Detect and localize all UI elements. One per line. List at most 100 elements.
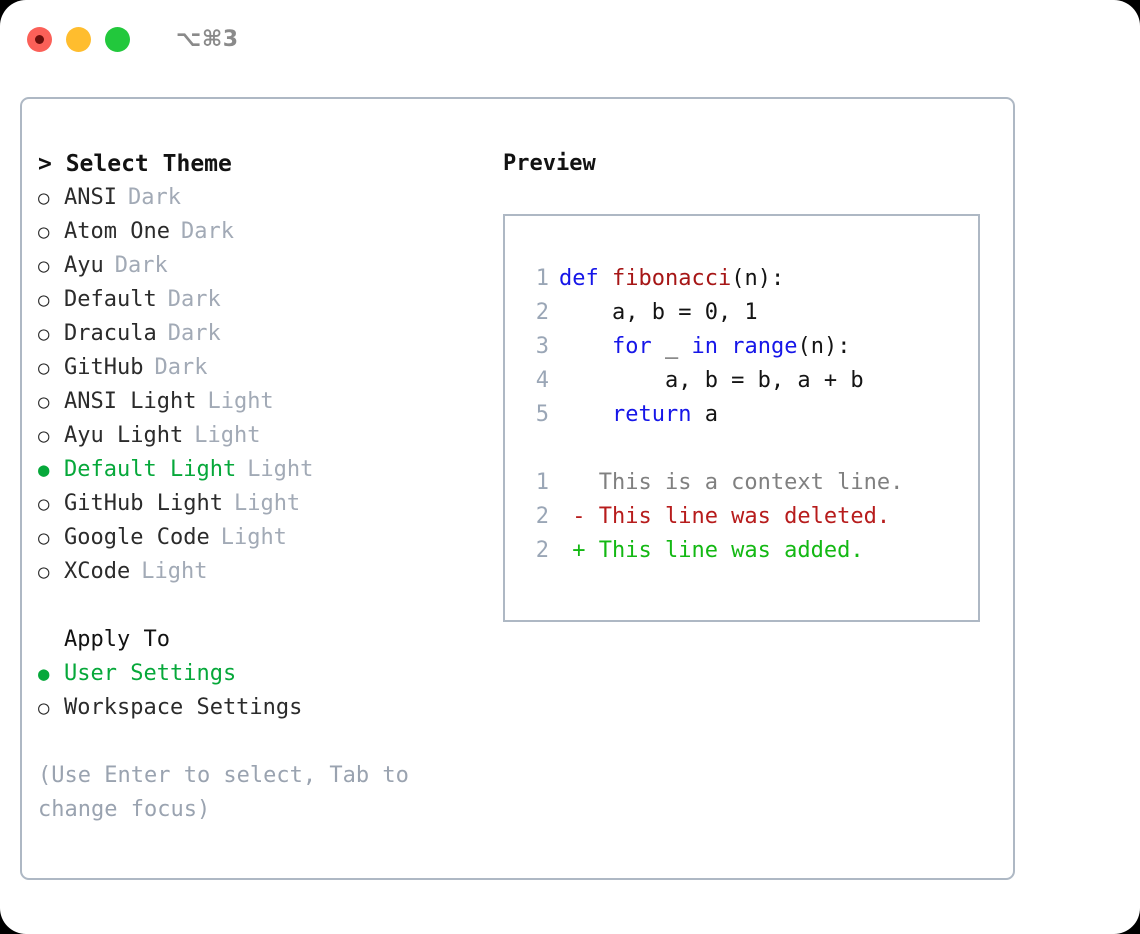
theme-category-tag: Light [247, 457, 314, 482]
line-number: 2 [535, 300, 549, 325]
theme-category-tag: Light [220, 525, 287, 550]
diff-line: 2 + This line was added. [519, 534, 978, 568]
code-text: a, b = 0, 1 [559, 296, 758, 330]
radio-unselected-icon: ○ [38, 255, 50, 277]
minimize-button[interactable] [66, 26, 91, 52]
theme-name: Default Light [64, 457, 237, 482]
line-number: 1 [535, 470, 549, 495]
apply-to-title: Apply To [64, 627, 170, 652]
radio-unselected-icon: ○ [38, 561, 50, 583]
code-text: a, b = b, a + b [559, 364, 864, 398]
theme-name: Dracula [64, 321, 157, 346]
maximize-button[interactable] [105, 26, 130, 52]
line-number: 3 [535, 334, 549, 359]
token-kw: in [691, 334, 718, 359]
theme-name: GitHub [64, 355, 144, 380]
radio-unselected-icon: ○ [38, 391, 50, 413]
radio-selected-icon: ● [38, 459, 50, 481]
diff-preview: 1 This is a context line.2 - This line w… [519, 466, 978, 568]
token-plain: a [691, 402, 718, 427]
apply-to-item[interactable]: ● User Settings [38, 657, 478, 691]
token-kw: def [559, 266, 612, 291]
radio-unselected-icon: ○ [38, 425, 50, 447]
theme-name: Default [64, 287, 157, 312]
apply-to-label: Workspace Settings [64, 695, 303, 720]
theme-category-tag: Dark [180, 219, 234, 244]
token-kw: for [611, 334, 652, 359]
title-bar: ⌥⌘3 [0, 0, 1140, 78]
theme-list-item[interactable]: ○ Ayu Dark [38, 249, 478, 283]
token-plain [718, 334, 731, 359]
radio-selected-icon: ● [38, 663, 50, 685]
token-ctx: This is a context line. [559, 470, 904, 495]
token-plain: (n): [797, 334, 851, 359]
theme-category-tag: Light [207, 389, 274, 414]
code-text: for _ in range(n): [559, 330, 850, 364]
code-line: 5 return a [519, 398, 978, 432]
theme-category-tag: Light [233, 491, 301, 516]
theme-list-item[interactable]: ● Default Light Light [38, 453, 478, 487]
theme-name: Atom One [64, 219, 170, 244]
theme-name: Ayu Light [64, 423, 184, 448]
apply-to-item[interactable]: ○ Workspace Settings [38, 691, 478, 725]
radio-unselected-icon: ○ [38, 527, 50, 549]
theme-list-item[interactable]: ○ Ayu Light Light [38, 419, 478, 453]
preview-title: Preview [503, 151, 596, 176]
page-title: > Select Theme [38, 151, 232, 177]
radio-unselected-icon: ○ [38, 323, 50, 345]
theme-name: GitHub Light [64, 491, 223, 516]
token-plain: a, b = b, a + b [559, 368, 864, 393]
token-plain [559, 334, 612, 359]
theme-category-tag: Dark [127, 185, 181, 210]
diff-line: 1 This is a context line. [519, 466, 978, 500]
code-text: + This line was added. [559, 534, 864, 568]
theme-list-item[interactable]: ○ ANSI Dark [38, 181, 478, 215]
theme-list-item[interactable]: ○ Google Code Light [38, 521, 478, 555]
theme-name: ANSI [64, 185, 117, 210]
radio-unselected-icon: ○ [38, 357, 50, 379]
theme-category-tag: Dark [154, 355, 208, 380]
theme-list-item[interactable]: ○ Default Dark [38, 283, 478, 317]
line-number: 4 [535, 368, 549, 393]
code-line: 3 for _ in range(n): [519, 330, 978, 364]
radio-unselected-icon: ○ [38, 289, 50, 311]
code-line: 2 a, b = 0, 1 [519, 296, 978, 330]
theme-name: Google Code [64, 525, 210, 550]
close-button[interactable] [27, 26, 52, 52]
keyboard-hint-text: (Use Enter to select, Tab to change focu… [38, 763, 423, 822]
radio-unselected-icon: ○ [38, 187, 50, 209]
code-text: - This line was deleted. [559, 500, 890, 534]
theme-category-tag: Light [194, 423, 261, 448]
code-diff-divider [519, 432, 978, 466]
line-number: 2 [535, 538, 549, 563]
token-add: + This line was added. [559, 538, 864, 563]
apply-to-label: User Settings [64, 661, 237, 686]
line-number: 2 [535, 504, 549, 529]
theme-name: XCode [64, 559, 131, 584]
apply-to-list[interactable]: ● User Settings ○ Workspace Settings [38, 657, 478, 725]
theme-list-item[interactable]: ○ GitHub Dark [38, 351, 478, 385]
diff-line: 2 - This line was deleted. [519, 500, 978, 534]
code-text: This is a context line. [559, 466, 904, 500]
code-text: return a [559, 398, 718, 432]
theme-category-tag: Dark [114, 253, 168, 278]
code-line: 4 a, b = b, a + b [519, 364, 978, 398]
radio-unselected-icon: ○ [38, 697, 50, 719]
record-dot-icon [35, 34, 44, 44]
token-del: - This line was deleted. [559, 504, 891, 529]
line-number: 1 [535, 266, 549, 291]
theme-category-tag: Dark [167, 287, 221, 312]
theme-name: Ayu [64, 253, 104, 278]
